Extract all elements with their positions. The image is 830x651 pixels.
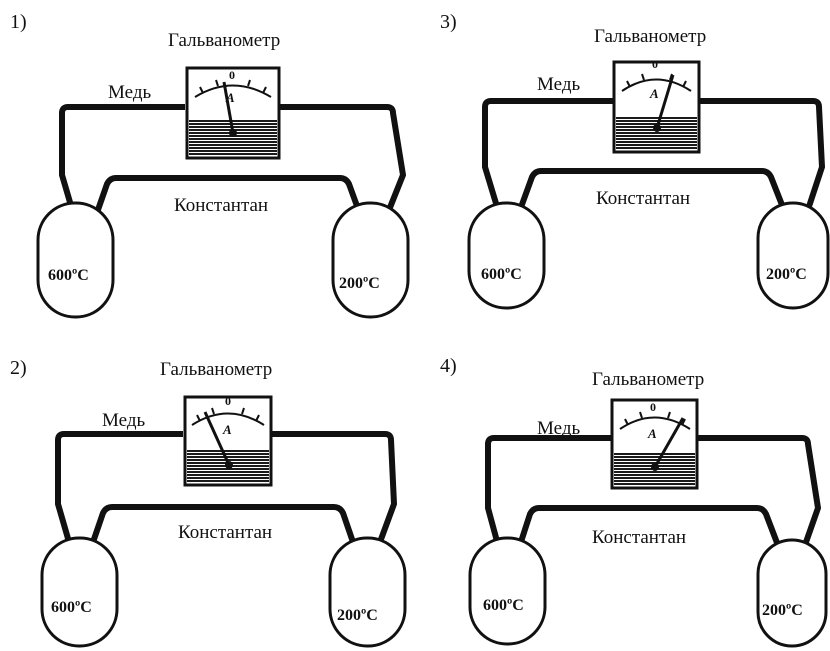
hot-junction-vessel xyxy=(468,536,547,646)
constantan-label: Константан xyxy=(174,195,268,216)
galvanometer-label: Гальванометр xyxy=(168,30,280,51)
needle-pivot xyxy=(229,129,237,137)
galvanometer-label: Гальванометр xyxy=(592,369,704,390)
hot-junction-vessel xyxy=(36,201,115,319)
constantan-label: Константан xyxy=(596,188,690,209)
cold-junction-vessel xyxy=(756,538,828,648)
copper-wire xyxy=(59,104,406,252)
galvanometer-needle xyxy=(222,81,235,134)
galvanometer: 0 А xyxy=(185,66,281,160)
hot-junction-vessel xyxy=(467,201,546,310)
copper-label: Медь xyxy=(108,82,151,103)
copper-label: Медь xyxy=(102,410,145,431)
constantan-wire xyxy=(77,504,369,581)
needle-pivot xyxy=(653,124,661,132)
gauge-zero-label: 0 xyxy=(229,68,235,82)
cold-temperature-label: 200ºС xyxy=(762,602,803,619)
copper-wire xyxy=(482,98,825,244)
panel-3: 3) Гальванометр Медь Константан 600ºС 20… xyxy=(440,11,830,310)
galvanometer-needle xyxy=(655,74,675,129)
constantan-wire xyxy=(505,168,800,245)
constantan-wire xyxy=(505,505,795,584)
galvanometer: 0 А xyxy=(610,398,699,490)
panel-number: 1) xyxy=(10,11,27,33)
galvanometer-label: Гальванометр xyxy=(594,26,706,47)
cold-temperature-label: 200ºС xyxy=(339,275,380,292)
gauge-zero-label: 0 xyxy=(650,400,656,414)
galvanometer-base xyxy=(616,116,697,150)
galvanometer: 0 А xyxy=(183,394,273,487)
gauge-zero-label: 0 xyxy=(225,394,231,408)
galvanometer-scale xyxy=(619,416,691,430)
cold-temperature-label: 200ºС xyxy=(766,266,807,283)
copper-label: Медь xyxy=(537,74,580,95)
galvanometer-scale xyxy=(191,412,265,426)
panel-1: 1) Гальванометр Медь Константан 600ºС 20… xyxy=(10,11,410,319)
gauge-unit-label: А xyxy=(222,422,232,437)
gauge-unit-label: А xyxy=(225,90,235,105)
cold-junction-vessel xyxy=(328,536,407,648)
constantan-label: Константан xyxy=(178,522,272,543)
panel-number: 4) xyxy=(440,355,457,377)
cold-junction-vessel xyxy=(331,201,410,319)
cold-temperature-label: 200ºС xyxy=(337,607,378,624)
constantan-wire xyxy=(81,175,376,252)
panel-number: 2) xyxy=(10,357,27,379)
panel-number: 3) xyxy=(440,11,457,33)
hot-junction-vessel xyxy=(40,536,119,648)
needle-pivot xyxy=(651,463,659,471)
panel-2: 2) Гальванометр Медь Константан 600ºС 20… xyxy=(10,357,407,648)
copper-label: Медь xyxy=(537,418,580,439)
galvanometer-needle xyxy=(653,417,685,468)
galvanometer-label: Гальванометр xyxy=(160,359,272,380)
galvanometer: 0 А xyxy=(612,57,701,154)
panel-4: 4) Гальванометр Медь Константан 600ºС 20… xyxy=(440,355,828,648)
hot-temperature-label: 600ºС xyxy=(48,267,89,284)
gauge-unit-label: А xyxy=(649,86,659,101)
cold-junction-vessel xyxy=(756,201,830,310)
copper-wire xyxy=(485,435,821,583)
hot-temperature-label: 600ºС xyxy=(483,597,524,614)
gauge-unit-label: А xyxy=(647,426,657,441)
galvanometer-needle xyxy=(203,411,231,466)
copper-wire xyxy=(55,431,397,582)
galvanometer-scale xyxy=(621,78,692,92)
needle-pivot xyxy=(225,461,233,469)
hot-temperature-label: 600ºС xyxy=(481,266,522,283)
constantan-label: Константан xyxy=(592,527,686,548)
hot-temperature-label: 600ºС xyxy=(51,599,92,616)
gauge-zero-label: 0 xyxy=(652,57,658,71)
